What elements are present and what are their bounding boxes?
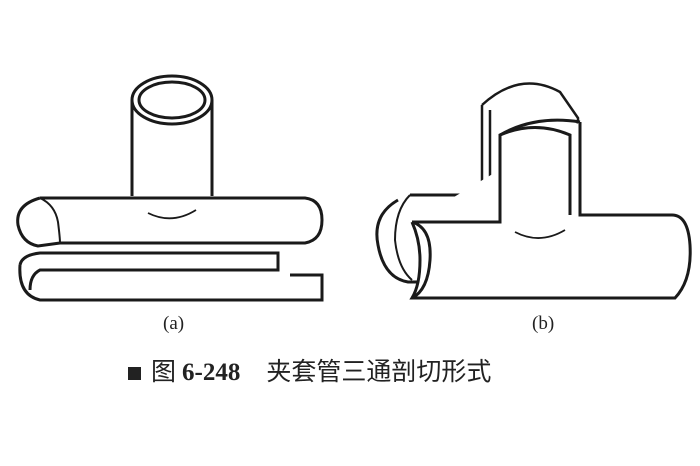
label-a: (a) <box>163 313 185 334</box>
caption-number: 6-248 <box>182 359 241 386</box>
square-bullet-icon <box>128 366 141 380</box>
label-b: (b) <box>532 313 555 334</box>
caption-prefix: 图 <box>151 357 177 386</box>
figure-a-split-tee <box>16 74 324 302</box>
figure-b-split-tee <box>375 82 692 300</box>
caption-text: 夹套管三通剖切形式 <box>266 357 492 386</box>
